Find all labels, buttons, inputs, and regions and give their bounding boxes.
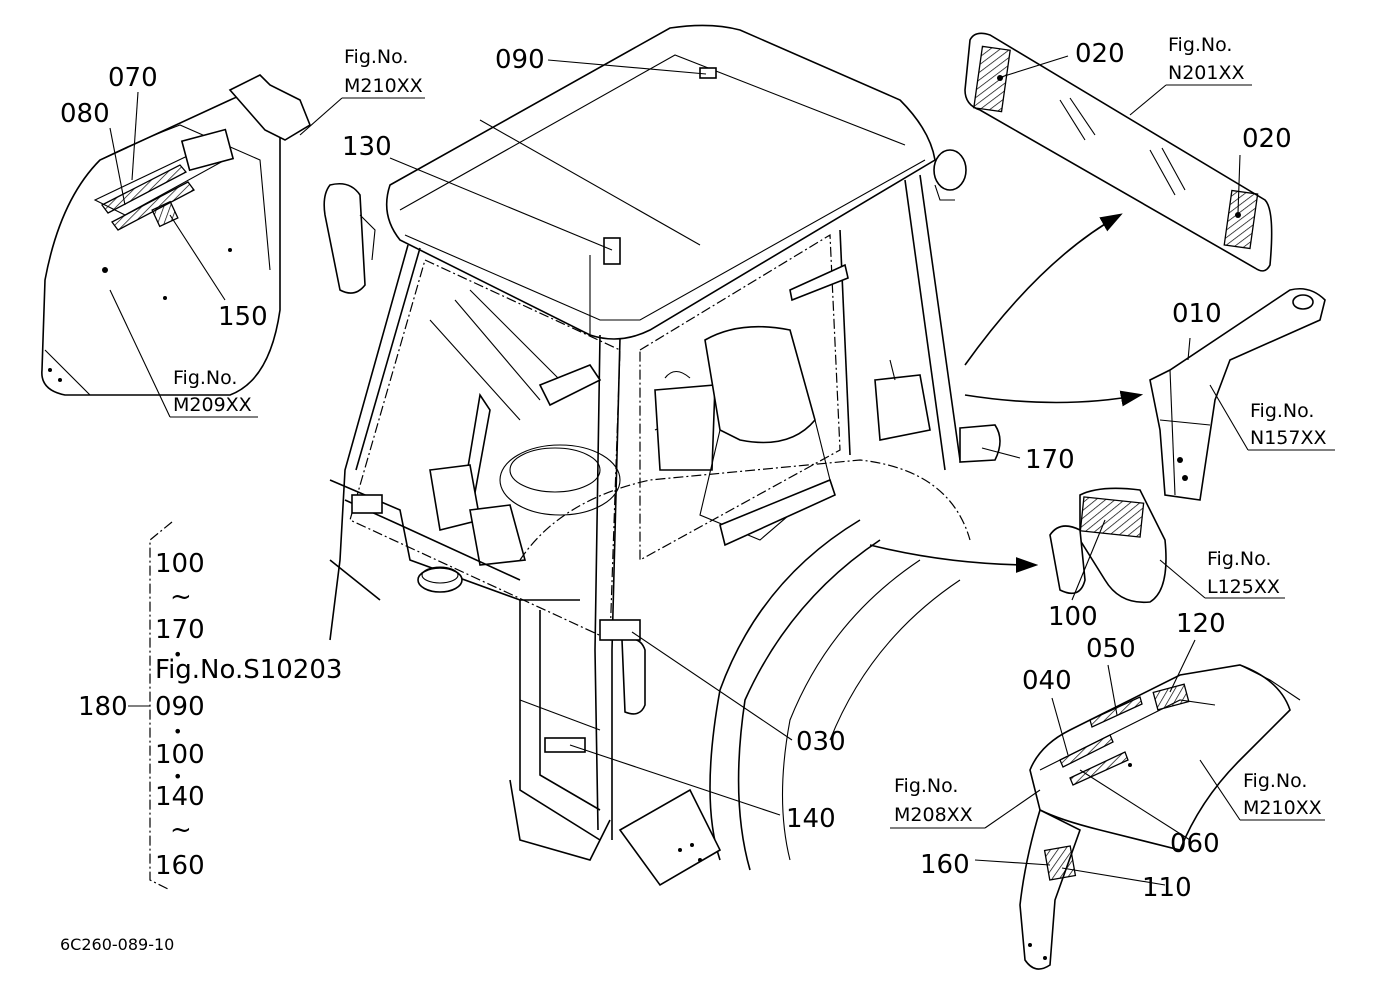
part-label-050: 050 [1086,634,1136,664]
step-plate-100 [1049,487,1167,604]
kit-item-5: 090 [155,692,205,722]
kit-item-9: 140 [155,782,205,812]
mirror-bracket-010 [1149,287,1326,501]
kit-item-3: • [173,645,182,664]
kit-item-11: 160 [155,851,205,881]
part-label-040: 040 [1022,666,1072,696]
kit-item-4: Fig.No.S10203 [155,655,342,685]
kit-item-6: • [173,722,182,741]
fig-ref-n201-line1: Fig.No. [1168,34,1232,56]
kit-item-8: • [173,767,182,786]
kit-item-7: 100 [155,740,205,770]
part-label-070: 070 [108,63,158,93]
part-label-170: 170 [1025,445,1075,475]
fig-ref-n157-line2: N157XX [1250,427,1327,449]
kit-item-2: 170 [155,615,205,645]
fig-ref-m210-bottom-line2: M210XX [1243,797,1322,819]
fig-ref-m210-top-line1: Fig.No. [344,46,408,68]
part-label-110: 110 [1142,873,1192,903]
part-label-020-upper: 020 [1075,39,1125,69]
right-fender-assembly [1019,664,1301,970]
fig-ref-m208-line2: M208XX [894,804,973,826]
part-label-080: 080 [60,99,110,129]
fig-ref-m210-bottom-line1: Fig.No. [1243,770,1307,792]
fig-ref-l125-line2: L125XX [1207,576,1280,598]
fig-ref-n201-line2: N201XX [1168,62,1245,84]
drawing-code: 6C260-089-10 [60,935,174,954]
fig-ref-m209-line2: M209XX [173,394,252,416]
part-label-160: 160 [920,850,970,880]
part-label-100: 100 [1048,602,1098,632]
left-fender-assembly [41,74,311,396]
kit-180-list: 180 100 ~ 170 • Fig.No.S10203 090 • 100 … [78,521,342,891]
part-label-010: 010 [1172,299,1222,329]
part-label-150: 150 [218,302,268,332]
rear-window-panel [964,32,1273,272]
reference-arrows [869,213,1144,573]
part-label-090: 090 [495,45,545,75]
part-number-labels: 090 130 070 080 150 020 020 010 170 100 … [60,39,1292,903]
fig-ref-n157-line1: Fig.No. [1250,400,1314,422]
part-label-180: 180 [78,692,128,722]
figure-references: Fig.No. M210XX Fig.No. M209XX Fig.No. N2… [173,34,1327,826]
part-label-020-lower: 020 [1242,124,1292,154]
fig-ref-m210-top-line2: M210XX [344,75,423,97]
part-label-030: 030 [796,727,846,757]
part-label-130: 130 [342,132,392,162]
fig-ref-l125-line1: Fig.No. [1207,548,1271,570]
kit-item-10: ~ [170,815,192,845]
leader-lines [109,55,1335,886]
fig-ref-m209-line1: Fig.No. [173,367,237,389]
part-label-140: 140 [786,804,836,834]
cab-assembly [323,24,1001,887]
part-label-120: 120 [1176,609,1226,639]
kit-item-0: 100 [155,549,205,579]
fig-ref-m208-line1: Fig.No. [894,775,958,797]
part-label-060: 060 [1170,829,1220,859]
kit-item-1: ~ [170,582,192,612]
